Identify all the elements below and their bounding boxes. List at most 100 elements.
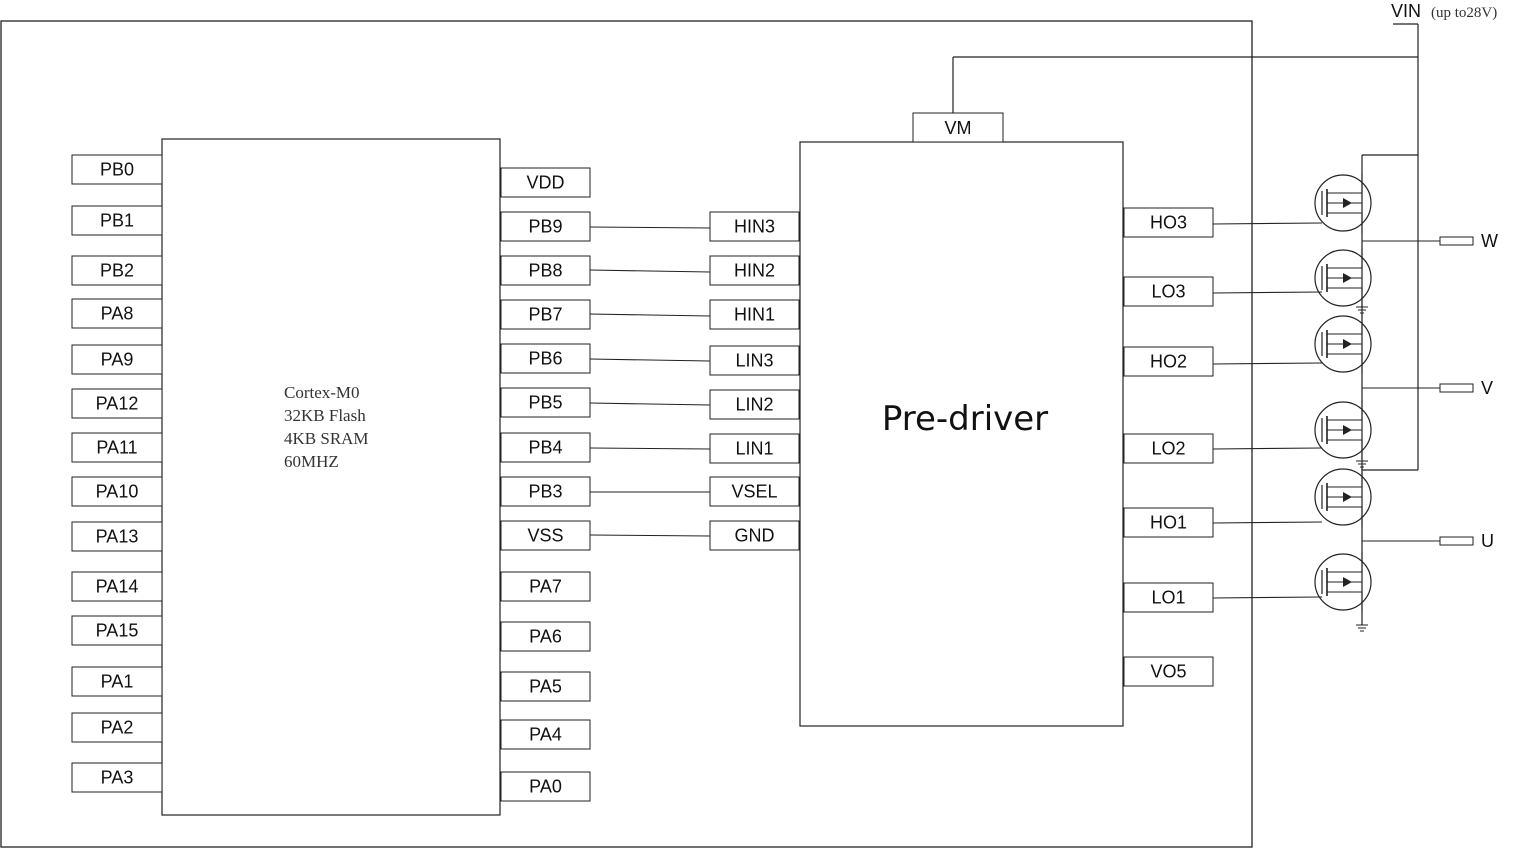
signal-wire xyxy=(589,358,711,362)
vin-label: VIN xyxy=(1391,1,1421,21)
signal-wire xyxy=(589,447,711,450)
phase-label-u: U xyxy=(1481,531,1494,551)
mcu-left-pb2-label: PB2 xyxy=(100,261,134,281)
phase-terminal-u xyxy=(1439,536,1474,546)
predriver-in-hin3-pin xyxy=(709,211,800,242)
mcu-left-pa2-label: PA2 xyxy=(101,718,134,738)
mcu-right-pa0-pin xyxy=(500,771,591,802)
predriver-in-hin1-pin xyxy=(709,299,800,330)
mcu-right-vss-pin xyxy=(500,520,591,551)
mcu-core-label: Cortex-M0 xyxy=(284,383,360,402)
signal-wire xyxy=(589,226,711,229)
mosfet-high-side-v xyxy=(1212,314,1372,374)
predriver-out-lo1-pin xyxy=(1123,582,1214,613)
mcu-right-pa7-label: PA7 xyxy=(529,577,562,597)
mcu-right-vdd-pin xyxy=(500,167,591,198)
mcu-right-pa4-pin xyxy=(500,719,591,750)
mcu-left-pa9-label: PA9 xyxy=(101,350,134,370)
mcu-right-pb3-pin xyxy=(500,476,591,507)
mcu-right-pb9-pin xyxy=(500,211,591,242)
predriver-in-lin2-label: LIN2 xyxy=(735,395,773,415)
mcu-left-pa2-pin xyxy=(71,712,163,743)
mcu-sram-label: 4KB SRAM xyxy=(284,429,369,448)
mosfet-high-side-u xyxy=(1212,467,1372,527)
predriver-out-vo5-pin xyxy=(1123,656,1214,687)
mcu-right-pa4-label: PA4 xyxy=(529,725,562,745)
predriver-out-ho2-pin xyxy=(1123,346,1214,377)
mcu-left-pb1-pin xyxy=(71,205,163,236)
predriver-in-lin3-pin xyxy=(709,345,800,376)
predriver-in-gnd-label: GND xyxy=(735,526,775,546)
mcu-left-pa11-label: PA11 xyxy=(96,438,137,458)
predriver-out-lo3-pin xyxy=(1123,276,1214,307)
predriver-out-lo2-pin xyxy=(1123,433,1214,464)
predriver-out-ho1-label: HO1 xyxy=(1150,513,1187,533)
predriver-in-lin1-pin xyxy=(709,433,800,464)
mcu-left-pa8-label: PA8 xyxy=(101,304,134,324)
predriver-out-lo3-label: LO3 xyxy=(1151,282,1185,302)
mosfet-low-side-w xyxy=(1212,248,1372,308)
mcu-left-pa14-pin xyxy=(71,571,163,602)
predriver-in-lin1-label: LIN1 xyxy=(735,439,773,459)
mcu-right-pb4-label: PB4 xyxy=(528,438,562,458)
bridge-rail xyxy=(1361,154,1418,625)
mosfet-low-side-v xyxy=(1212,400,1372,460)
mcu-left-pa14-label: PA14 xyxy=(96,577,139,597)
mcu-right-pb9-label: PB9 xyxy=(528,217,562,237)
mcu-left-pa12-label: PA12 xyxy=(96,394,139,414)
mcu-left-pa13-label: PA13 xyxy=(96,527,139,547)
signal-wires xyxy=(589,226,711,537)
mcu-clock-label: 60MHZ xyxy=(284,452,339,471)
phase-terminal-v xyxy=(1439,383,1474,393)
mcu-left-pa3-label: PA3 xyxy=(101,768,134,788)
mosfet-low-side-u xyxy=(1212,552,1372,612)
phase-terminal-w xyxy=(1439,236,1474,246)
predriver-in-lin2-pin xyxy=(709,389,800,420)
predriver-out-lo1-label: LO1 xyxy=(1151,588,1185,608)
mcu-right-pa5-label: PA5 xyxy=(529,677,562,697)
mcu-left-pa3-pin xyxy=(71,762,163,793)
predriver-in-gnd-pin xyxy=(709,520,800,551)
mcu-left-pb0-pin xyxy=(71,154,163,185)
mcu-right-pb7-label: PB7 xyxy=(528,305,562,325)
mcu-flash-label: 32KB Flash xyxy=(284,406,366,425)
predriver-in-vsel-pin xyxy=(709,476,800,507)
mcu-right-pb8-label: PB8 xyxy=(528,261,562,281)
mosfet-high-side-w xyxy=(1212,173,1372,233)
predriver-title: Pre-driver xyxy=(882,399,1048,439)
mcu-right-pa0-label: PA0 xyxy=(529,777,562,797)
predriver-out-ho3-label: HO3 xyxy=(1150,213,1187,233)
predriver-in-vsel-label: VSEL xyxy=(731,482,777,502)
power-rail xyxy=(952,23,1419,470)
phase-label-w: W xyxy=(1481,231,1498,251)
signal-wire xyxy=(589,534,711,537)
predriver-out-ho3-pin xyxy=(1123,207,1214,238)
predriver-in-hin1-label: HIN1 xyxy=(734,305,775,325)
mcu-right-pins: VDDPB9PB8PB7PB6PB5PB4PB3VSSPA7PA6PA5PA4P… xyxy=(500,167,591,802)
mcu-right-pb7-pin xyxy=(500,299,591,330)
mcu-left-pa10-label: PA10 xyxy=(96,482,139,502)
phase-label-v: V xyxy=(1481,378,1493,398)
mcu-left-pins: PB0PB1PB2PA8PA9PA12PA11PA10PA13PA14PA15P… xyxy=(71,154,163,793)
signal-wire xyxy=(589,269,711,273)
mcu-right-pb5-label: PB5 xyxy=(528,393,562,413)
predriver-in-hin2-pin xyxy=(709,255,800,286)
ground-symbol xyxy=(1356,306,1368,314)
mcu-left-pa11-pin xyxy=(71,432,163,463)
predriver-in-hin3-label: HIN3 xyxy=(734,217,775,237)
mcu-right-pb5-pin xyxy=(500,387,591,418)
predriver-out-lo2-label: LO2 xyxy=(1151,439,1185,459)
mcu-right-pb3-label: PB3 xyxy=(528,482,562,502)
signal-wire xyxy=(589,313,711,317)
predriver-block xyxy=(799,141,1124,727)
predriver-in-hin2-label: HIN2 xyxy=(734,261,775,281)
mcu-right-pa5-pin xyxy=(500,671,591,702)
mcu-left-pa9-pin xyxy=(71,344,163,375)
mcu-right-vss-label: VSS xyxy=(527,526,563,546)
mcu-left-pa13-pin xyxy=(71,521,163,552)
mcu-left-pb0-label: PB0 xyxy=(100,160,134,180)
mcu-left-pa8-pin xyxy=(71,298,163,329)
predriver-out-ho1-pin xyxy=(1123,507,1214,538)
predriver-in-lin3-label: LIN3 xyxy=(735,351,773,371)
